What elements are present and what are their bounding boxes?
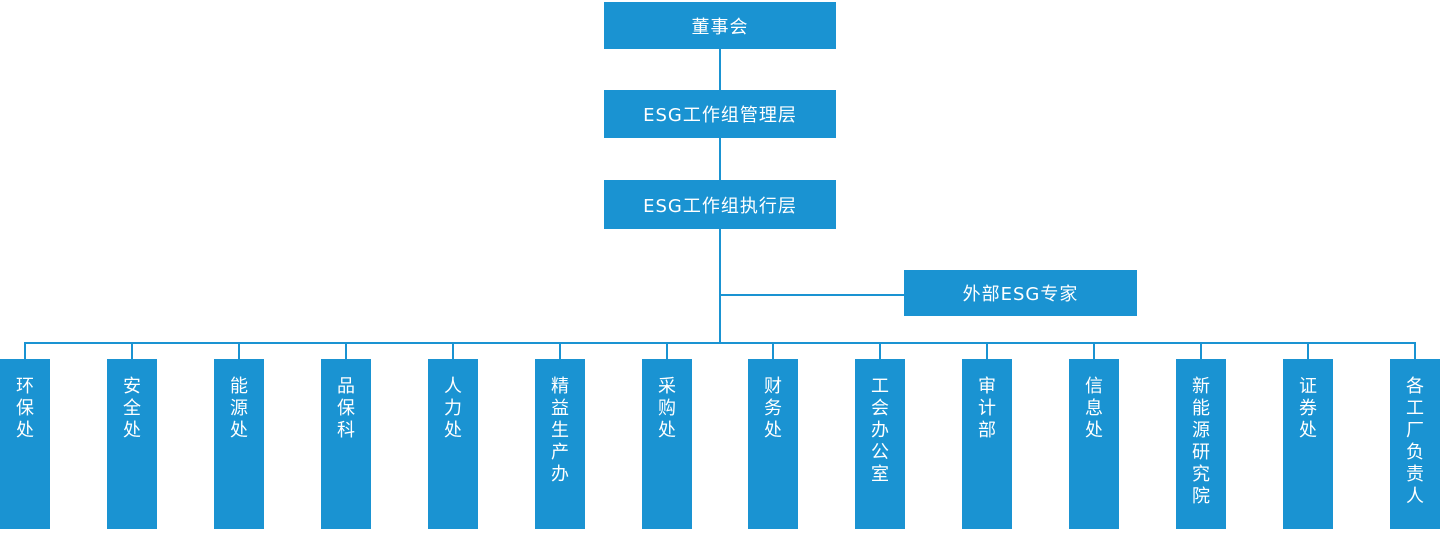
node-dept-quality: 品 保 科: [321, 359, 371, 529]
node-esg-execution: ESG工作组执行层: [604, 180, 836, 229]
node-dept-information: 信 息 处: [1069, 359, 1119, 529]
connector-external-expert: [720, 294, 904, 296]
connector-stub-14: [1414, 344, 1416, 359]
connector-stub-2: [131, 344, 133, 359]
connector-stub-11: [1093, 344, 1095, 359]
connector-stub-5: [452, 344, 454, 359]
connector-stub-12: [1200, 344, 1202, 359]
connector-stub-4: [345, 344, 347, 359]
connector-board-management: [719, 49, 721, 90]
connector-management-execution: [719, 138, 721, 180]
connector-stub-7: [666, 344, 668, 359]
connector-stub-8: [772, 344, 774, 359]
node-board: 董事会: [604, 2, 836, 49]
connector-stub-13: [1307, 344, 1309, 359]
node-dept-energy: 能 源 处: [214, 359, 264, 529]
connector-stub-3: [238, 344, 240, 359]
node-dept-securities: 证 券 处: [1283, 359, 1333, 529]
node-dept-new-energy-institute: 新 能 源 研 究 院: [1176, 359, 1226, 529]
node-dept-union-office: 工 会 办 公 室: [855, 359, 905, 529]
node-dept-safety: 安 全 处: [107, 359, 157, 529]
node-dept-finance: 财 务 处: [748, 359, 798, 529]
node-dept-factory-leads: 各 工 厂 负 责 人: [1390, 359, 1440, 529]
connector-stub-1: [24, 344, 26, 359]
connector-stub-9: [879, 344, 881, 359]
node-dept-lean-production: 精 益 生 产 办: [535, 359, 585, 529]
node-dept-hr: 人 力 处: [428, 359, 478, 529]
node-dept-audit: 审 计 部: [962, 359, 1012, 529]
node-dept-procurement: 采 购 处: [642, 359, 692, 529]
connector-execution-bus: [719, 229, 721, 343]
connector-stub-6: [559, 344, 561, 359]
connector-stub-10: [986, 344, 988, 359]
node-dept-environment: 环 保 处: [0, 359, 50, 529]
node-esg-management: ESG工作组管理层: [604, 90, 836, 138]
connector-bus: [24, 342, 1416, 344]
node-external-esg-expert: 外部ESG专家: [904, 270, 1137, 316]
